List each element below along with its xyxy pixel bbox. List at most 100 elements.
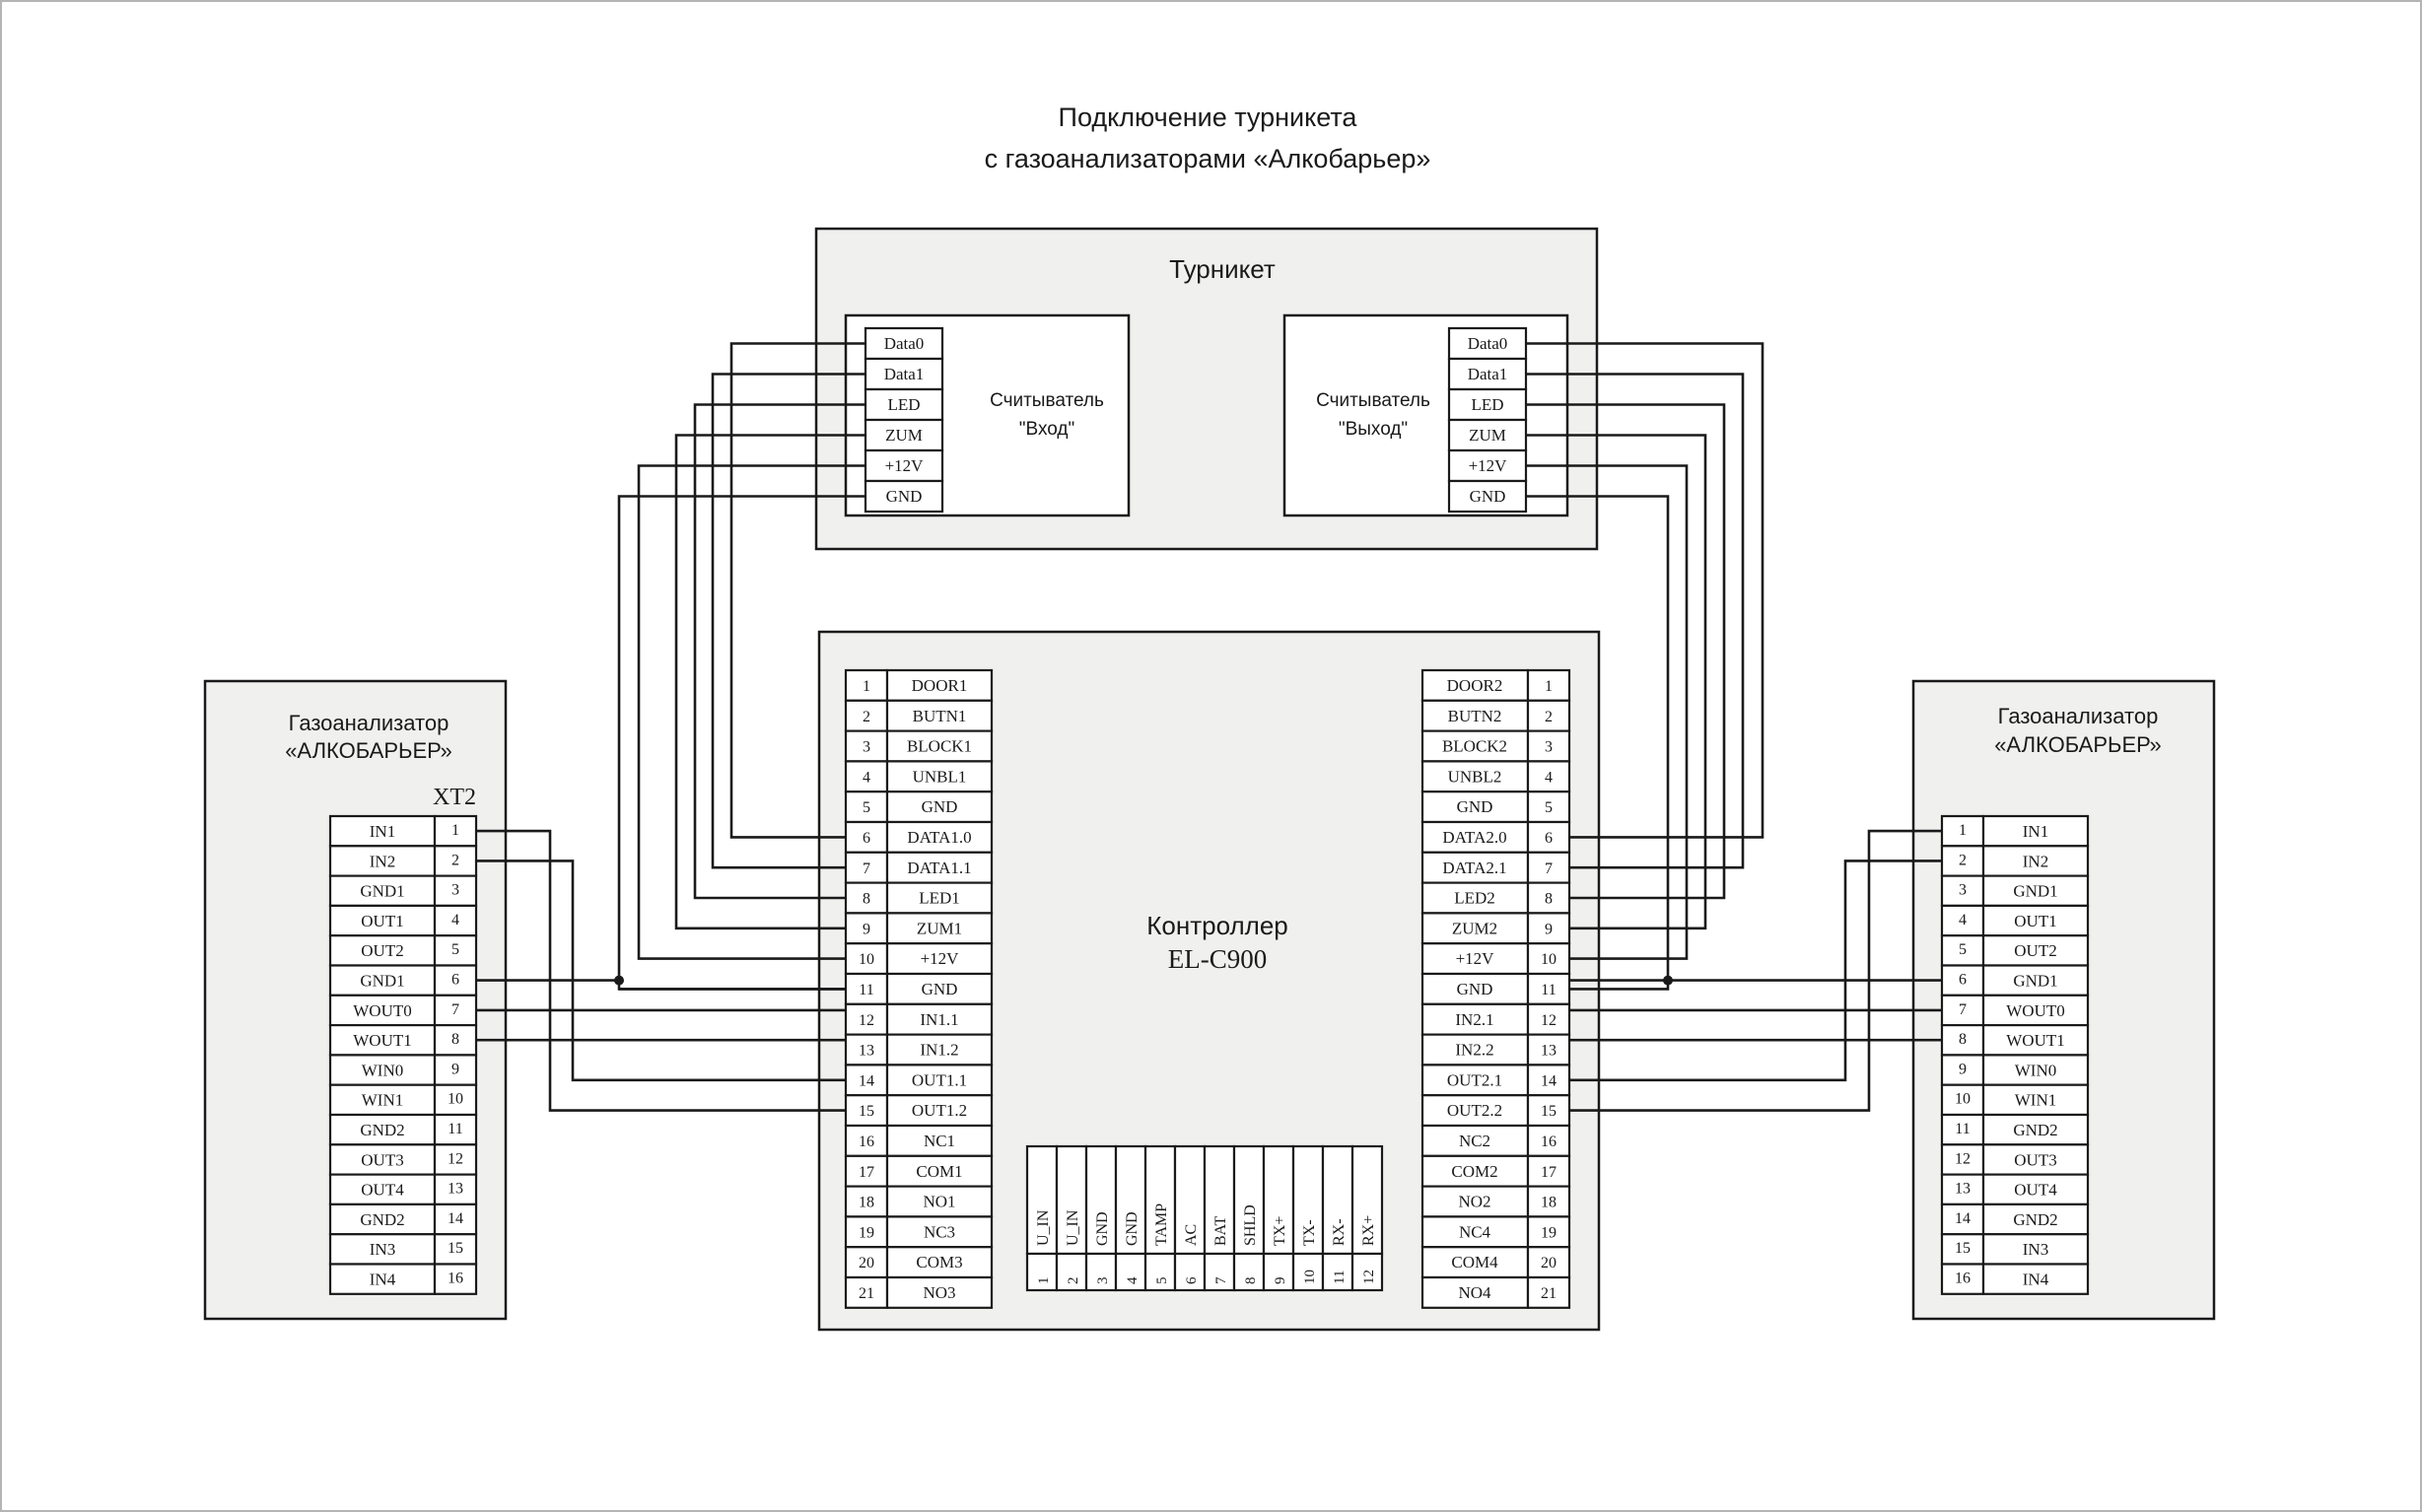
reader-in-pin-label: GND bbox=[886, 487, 923, 506]
analyzer-right-label-line2: «АЛКОБАРЬЕР» bbox=[1994, 732, 2162, 757]
controller-bottom-pin-number: 8 bbox=[1243, 1277, 1259, 1285]
controller-right-pin-label: OUT2.1 bbox=[1447, 1070, 1502, 1089]
controller-right-pin-label: DATA2.1 bbox=[1442, 859, 1506, 877]
analyzer-left-pin-label: IN1 bbox=[370, 822, 395, 841]
analyzer-right-pin-label: GND1 bbox=[2013, 972, 2057, 991]
analyzer-left-pin-label: WIN0 bbox=[362, 1061, 403, 1079]
controller-bottom-pin-label: TAMP bbox=[1153, 1203, 1170, 1246]
analyzer-right-pin-label: IN1 bbox=[2023, 822, 2048, 841]
controller-right-pin-label: COM4 bbox=[1451, 1253, 1498, 1271]
analyzer-right-pin-label: WIN0 bbox=[2015, 1061, 2056, 1079]
analyzer-right-label-line1: Газоанализатор bbox=[1998, 704, 2159, 728]
controller-bottom-pin-label: GND bbox=[1124, 1211, 1141, 1246]
controller-right-pin-number: 15 bbox=[1541, 1103, 1557, 1120]
controller-right-pin-number: 14 bbox=[1541, 1072, 1557, 1089]
analyzer-right-pin-number: 5 bbox=[1959, 941, 1967, 958]
analyzer-left-num-cell bbox=[433, 994, 478, 1027]
controller-left-pin-cell bbox=[885, 881, 994, 915]
controller-bottom-num-cell bbox=[1114, 1252, 1147, 1292]
analyzer-right-pin-number: 14 bbox=[1955, 1210, 1971, 1227]
reader-out-pin-cell bbox=[1447, 418, 1528, 452]
controller-bottom-pin-number: 12 bbox=[1361, 1270, 1377, 1284]
analyzer-right-pin-number: 11 bbox=[1955, 1121, 1970, 1137]
analyzer-left-pin-number: 9 bbox=[451, 1061, 459, 1077]
reader-in-pin-cell bbox=[864, 448, 944, 483]
controller-right-pin-number: 11 bbox=[1541, 982, 1556, 998]
junction-dot bbox=[614, 975, 624, 986]
analyzer-right-pin-label: IN4 bbox=[2023, 1271, 2049, 1289]
analyzer-left-pin-label: GND1 bbox=[360, 972, 404, 991]
controller-left-pin-label: NO3 bbox=[923, 1283, 955, 1302]
controller-left-pin-label: NC1 bbox=[924, 1132, 955, 1150]
analyzer-right-pin-cell bbox=[1981, 1173, 2090, 1205]
controller-right-num-cell bbox=[1526, 1033, 1571, 1066]
controller-bottom-pin-label: BAT bbox=[1212, 1216, 1229, 1246]
reader-in-wire bbox=[674, 434, 865, 930]
analyzer-left-label-line1: Газоанализатор bbox=[289, 711, 450, 735]
controller-bottom-pin-cell bbox=[1143, 1144, 1177, 1256]
controller-bottom-num-cell bbox=[1321, 1252, 1354, 1292]
controller-right-num-cell bbox=[1526, 1275, 1571, 1309]
analyzer-left-pin-number: 2 bbox=[451, 852, 459, 868]
junction-dot bbox=[1663, 975, 1673, 986]
analyzer-left-pin-label: IN2 bbox=[370, 852, 395, 870]
controller-right-pin-label: LED2 bbox=[1454, 889, 1495, 908]
controller-left-pin-cell bbox=[885, 1124, 994, 1157]
analyzer-left-pin-label: WOUT1 bbox=[353, 1031, 411, 1050]
analyzer-left-pin-cell bbox=[328, 1083, 437, 1117]
controller-right-pin-number: 19 bbox=[1541, 1224, 1557, 1241]
analyzer-right-pin-label: WOUT1 bbox=[2006, 1031, 2064, 1050]
analyzer-left-pin-number: 6 bbox=[451, 972, 459, 989]
analyzer-right-pin-label: IN3 bbox=[2023, 1240, 2048, 1259]
analyzer-left-pin-number: 8 bbox=[451, 1031, 459, 1048]
diagram-title-line2: с газоанализаторами «Алкобарьер» bbox=[985, 144, 1431, 173]
reader-out-wire bbox=[1526, 434, 1707, 930]
analyzer-left-pin-number: 16 bbox=[448, 1271, 463, 1287]
controller-right-pin-number: 12 bbox=[1541, 1012, 1557, 1029]
reader-out-pin-cell bbox=[1447, 479, 1528, 514]
controller-right-pin-cell bbox=[1420, 912, 1530, 945]
turnstile-label: Турникет bbox=[1169, 254, 1276, 284]
controller-left-pin-label: BLOCK1 bbox=[907, 737, 972, 756]
controller-left-pin-number: 6 bbox=[863, 830, 870, 847]
analyzer-left-pin-label: IN3 bbox=[370, 1240, 395, 1259]
analyzer-right-num-cell bbox=[1940, 964, 1985, 997]
controller-left-pin-number: 16 bbox=[859, 1134, 874, 1150]
analyzer-right-pin-number: 16 bbox=[1955, 1271, 1971, 1287]
controller-right-num-cell bbox=[1526, 972, 1571, 1005]
controller-right-pin-number: 3 bbox=[1545, 739, 1553, 756]
analyzer-right-pin-cell bbox=[1981, 845, 2090, 877]
controller-right-pin-number: 6 bbox=[1545, 830, 1553, 847]
analyzer-left-pin-label: OUT3 bbox=[361, 1150, 403, 1169]
analyzer-right-pin-cell bbox=[1981, 964, 2090, 997]
analyzer-right-pin-number: 4 bbox=[1959, 912, 1967, 928]
reader-in-wire bbox=[617, 495, 865, 991]
controller-left-pin-cell bbox=[885, 1002, 994, 1036]
analyzer-right-pin-cell bbox=[1981, 1203, 2090, 1236]
controller-right-pin-label: NC2 bbox=[1459, 1132, 1490, 1150]
reader-out-pin-label: +12V bbox=[1469, 456, 1508, 475]
controller-label-line1: Контроллер bbox=[1146, 911, 1287, 940]
analyzer-left-pin-number: 5 bbox=[451, 941, 459, 958]
controller-left-num-cell bbox=[844, 699, 889, 732]
controller-left-pin-cell bbox=[885, 760, 994, 793]
controller-bottom-pin-label: SHLD bbox=[1242, 1204, 1259, 1246]
controller-right-pin-cell bbox=[1420, 1124, 1530, 1157]
analyzer-left-pin-label: GND2 bbox=[360, 1210, 404, 1229]
reader-in-pin-cell bbox=[864, 418, 944, 452]
controller-bottom-pin-cell bbox=[1232, 1144, 1266, 1256]
reader-out-wire bbox=[1526, 464, 1689, 960]
controller-right-num-cell bbox=[1526, 668, 1571, 702]
controller-right-pin-cell bbox=[1420, 972, 1530, 1005]
controller-right-pin-number: 8 bbox=[1545, 891, 1553, 908]
analyzer-left-num-cell bbox=[433, 1023, 478, 1057]
controller-label-line2: EL-C900 bbox=[1168, 944, 1268, 974]
controller-bottom-pin-number: 2 bbox=[1066, 1277, 1081, 1285]
reader-out-pin-cell bbox=[1447, 357, 1528, 391]
analyzer-left-pin-label: WOUT0 bbox=[353, 1001, 411, 1020]
controller-right-pin-cell bbox=[1420, 881, 1530, 915]
controller-right-pin-cell bbox=[1420, 668, 1530, 702]
analyzer-left-in2-wire bbox=[476, 859, 846, 1082]
controller-left-pin-cell bbox=[885, 820, 994, 854]
